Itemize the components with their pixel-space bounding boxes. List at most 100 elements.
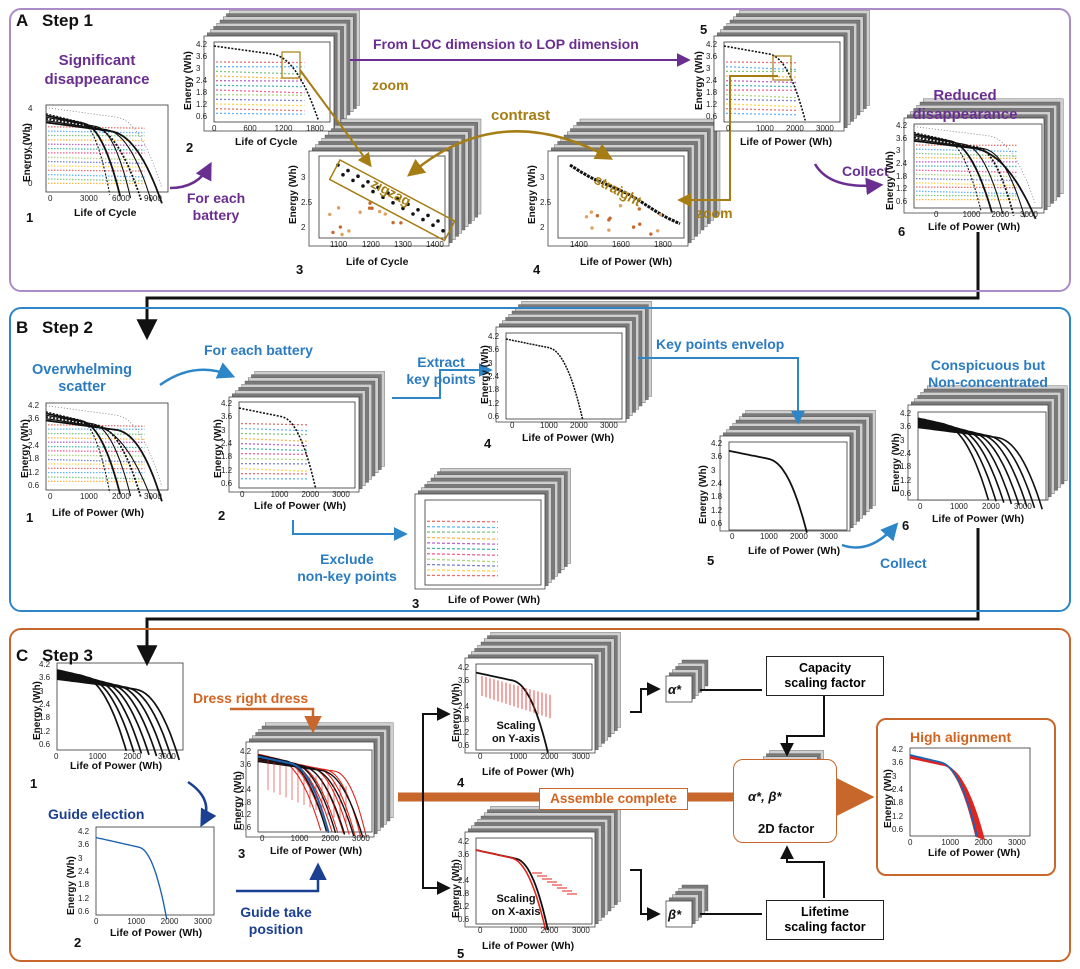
degradation-curve xyxy=(913,126,1036,205)
c1-ytick: 3.6 xyxy=(39,673,51,683)
degradation-curve xyxy=(257,755,330,834)
scatter-band xyxy=(240,437,309,442)
b2-ytick: 2.4 xyxy=(221,439,233,448)
b6-xtick: 0 xyxy=(918,502,923,511)
a3-ytick: 2.5 xyxy=(301,198,313,207)
orange-point xyxy=(399,221,403,225)
b4-ytick: 1.8 xyxy=(488,385,500,395)
a5-xtick: 0 xyxy=(726,124,731,133)
b5-ytick: 4.2 xyxy=(711,439,723,448)
zigzag-point xyxy=(431,223,435,227)
zigzag-box xyxy=(328,158,456,242)
b5-ytick: 3.6 xyxy=(711,452,723,462)
zigzag-point xyxy=(406,202,410,206)
for-each-battery-label-a: For each battery xyxy=(186,190,246,223)
a3-number: 3 xyxy=(296,262,304,277)
zigzag-point xyxy=(356,174,360,178)
reduced-disappearance-label: Reduced disappearance xyxy=(912,87,1018,123)
two-d-factor-box xyxy=(733,759,837,843)
scaling-y-label: Scaling on Y-axis xyxy=(491,720,541,745)
plot-axes xyxy=(728,441,848,531)
c5-xtick: 2000 xyxy=(540,926,559,935)
scatter-band xyxy=(47,432,145,435)
a4-ytick: 2 xyxy=(540,223,545,232)
b2-ytick: 1.8 xyxy=(221,452,233,462)
orange-point xyxy=(590,226,594,230)
alpha-symbol: α* xyxy=(668,682,682,697)
scatter-band xyxy=(215,98,305,102)
a2-number: 2 xyxy=(186,140,194,155)
orange-point xyxy=(340,232,344,237)
a2-ytick: 3 xyxy=(196,64,201,73)
c2-xtick: 3000 xyxy=(194,917,212,926)
scatter-band xyxy=(915,156,1018,160)
degradation-curve xyxy=(909,754,979,838)
b2-xlabel: Life of Power (Wh) xyxy=(254,500,347,512)
a5-ylabel: Energy (Wh) xyxy=(694,51,705,110)
b4-ytick: 3 xyxy=(488,358,493,368)
a3-ylabel: Energy (Wh) xyxy=(288,165,299,224)
degradation-curve xyxy=(45,121,163,204)
a6-xlabel: Life of Power (Wh) xyxy=(928,221,1021,233)
scatter-band xyxy=(915,186,1018,189)
a1-xtick: 9000 xyxy=(144,194,162,203)
zigzag-point xyxy=(441,229,445,233)
b1-ytick: 1.2 xyxy=(28,467,40,477)
b6-ytick: 1.8 xyxy=(900,462,912,472)
c5-xtick: 3000 xyxy=(572,926,590,935)
scatter-band xyxy=(240,422,309,426)
orange-point xyxy=(589,210,594,214)
zigzag-point xyxy=(376,185,380,190)
scatter-band xyxy=(426,547,499,551)
a5-xtick: 1000 xyxy=(756,124,774,133)
scatter-band xyxy=(215,70,305,75)
arrow-collect-b xyxy=(841,522,899,549)
a2-xlabel: Life of Cycle xyxy=(235,136,298,148)
a1-ytick: 3 xyxy=(28,122,33,132)
c6-ytick: 2.4 xyxy=(892,785,904,794)
b4-xtick: 3000 xyxy=(600,421,618,430)
scatter-band xyxy=(47,147,145,151)
c3-xtick: 3000 xyxy=(352,834,370,843)
arrow-for-each-b xyxy=(159,362,236,387)
orange-point xyxy=(338,225,343,229)
two-d-factor-label: 2D factor xyxy=(758,821,815,836)
b5-xtick: 0 xyxy=(730,532,735,541)
arrow-c5-beta xyxy=(630,869,661,921)
zigzag-point xyxy=(436,219,440,223)
orange-point xyxy=(631,225,636,229)
c5-ytick: 1.2 xyxy=(458,902,470,911)
b1-ytick: 3 xyxy=(28,427,33,437)
a6-ytick: 2.4 xyxy=(896,159,908,168)
scatter-band xyxy=(915,148,1018,153)
b4-ylabel: Energy (Wh) xyxy=(480,345,491,404)
c3-xlabel: Life of Power (Wh) xyxy=(270,845,363,857)
arrow-a1-a2 xyxy=(169,161,212,190)
b2-ytick: 3.6 xyxy=(221,412,233,422)
degradation-curve xyxy=(45,412,122,495)
c1-ytick: 0.6 xyxy=(39,740,51,749)
orange-point xyxy=(607,228,611,232)
panel-a-title: Step 1 xyxy=(42,11,94,30)
arrow-step-b-c xyxy=(136,528,980,667)
b1-xtick: 3000 xyxy=(144,492,162,501)
orange-point xyxy=(658,213,663,217)
c3-number: 3 xyxy=(238,846,246,861)
a5-ytick: 0.6 xyxy=(706,112,718,121)
a5-ytick: 2.4 xyxy=(706,76,718,85)
c6-ytick: 1.2 xyxy=(892,811,904,821)
scatter-band xyxy=(240,442,309,447)
b1-ytick: 3.6 xyxy=(28,414,40,424)
zigzag-point xyxy=(361,184,365,188)
orange-point xyxy=(649,232,653,236)
scatter-band xyxy=(915,177,1018,182)
zigzag-point xyxy=(401,206,405,211)
orange-point xyxy=(608,216,612,220)
degradation-curve xyxy=(475,671,549,753)
c2-xtick: 1000 xyxy=(127,917,146,926)
scatter-band xyxy=(47,437,145,440)
exclude-non-key-label: Exclude non-key points xyxy=(297,551,397,584)
c2-ytick: 4.2 xyxy=(78,827,90,836)
panel-b-title: Step 2 xyxy=(42,318,94,337)
c5-ytick: 3.6 xyxy=(458,850,470,859)
